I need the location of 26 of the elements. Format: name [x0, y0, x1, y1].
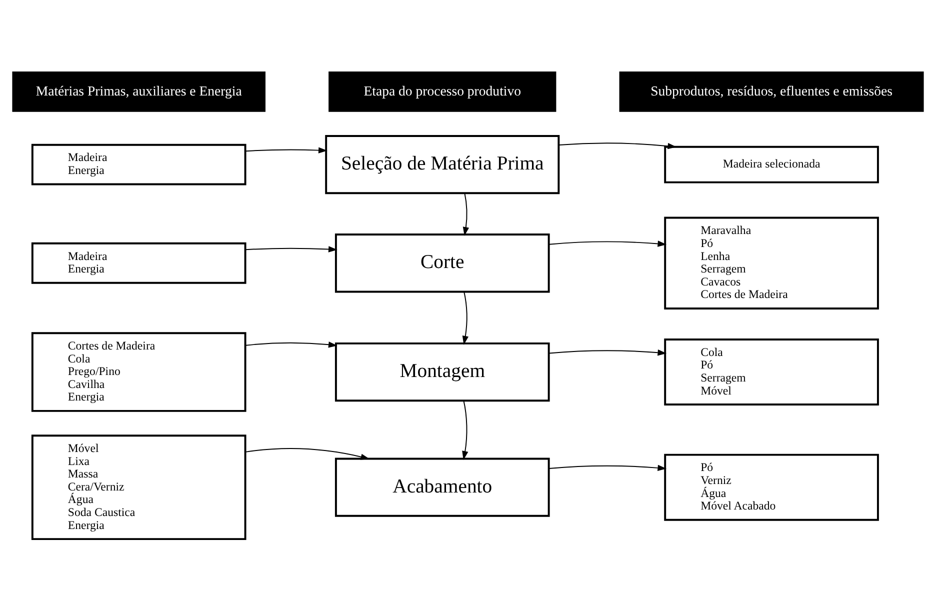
node-box: Maravalha Pó Lenha Serragem Cavacos Cortes de Madeira — [664, 216, 879, 309]
arrow — [462, 400, 468, 460]
arrow — [548, 240, 667, 246]
node-box: Madeira Energia — [31, 143, 246, 185]
node-box: Montagem — [334, 342, 550, 402]
arrow — [548, 464, 667, 471]
arrow — [462, 290, 468, 344]
node-box: Cortes de Madeira Cola Prego/Pino Cavilha Energia — [31, 332, 246, 412]
arrow — [548, 349, 667, 356]
arrow — [245, 146, 328, 153]
node-box: Subprodutos, resíduos, efluentes e emissões — [619, 70, 924, 112]
arrow — [245, 246, 338, 252]
node-box: Seleção de Matéria Prima — [325, 134, 560, 194]
node-box: Matérias Primas, auxiliares e Energia — [12, 70, 266, 112]
node-box: Etapa do processo produtivo — [328, 70, 556, 112]
node-box: Madeira selecionada — [664, 145, 879, 183]
node-box: Móvel Lixa Massa Cera/Verniz Água Soda Caustica Energia — [31, 434, 246, 540]
arrow — [462, 192, 469, 236]
node-box: Acabamento — [334, 457, 550, 516]
node-box: Madeira Energia — [31, 242, 246, 284]
arrow — [245, 448, 370, 460]
node-box: Corte — [334, 233, 550, 292]
arrow — [558, 142, 677, 149]
node-box: Pó Verniz Água Móvel Acabado — [664, 453, 879, 520]
node-box: Cola Pó Serragem Móvel — [664, 338, 879, 406]
arrow — [245, 341, 338, 348]
